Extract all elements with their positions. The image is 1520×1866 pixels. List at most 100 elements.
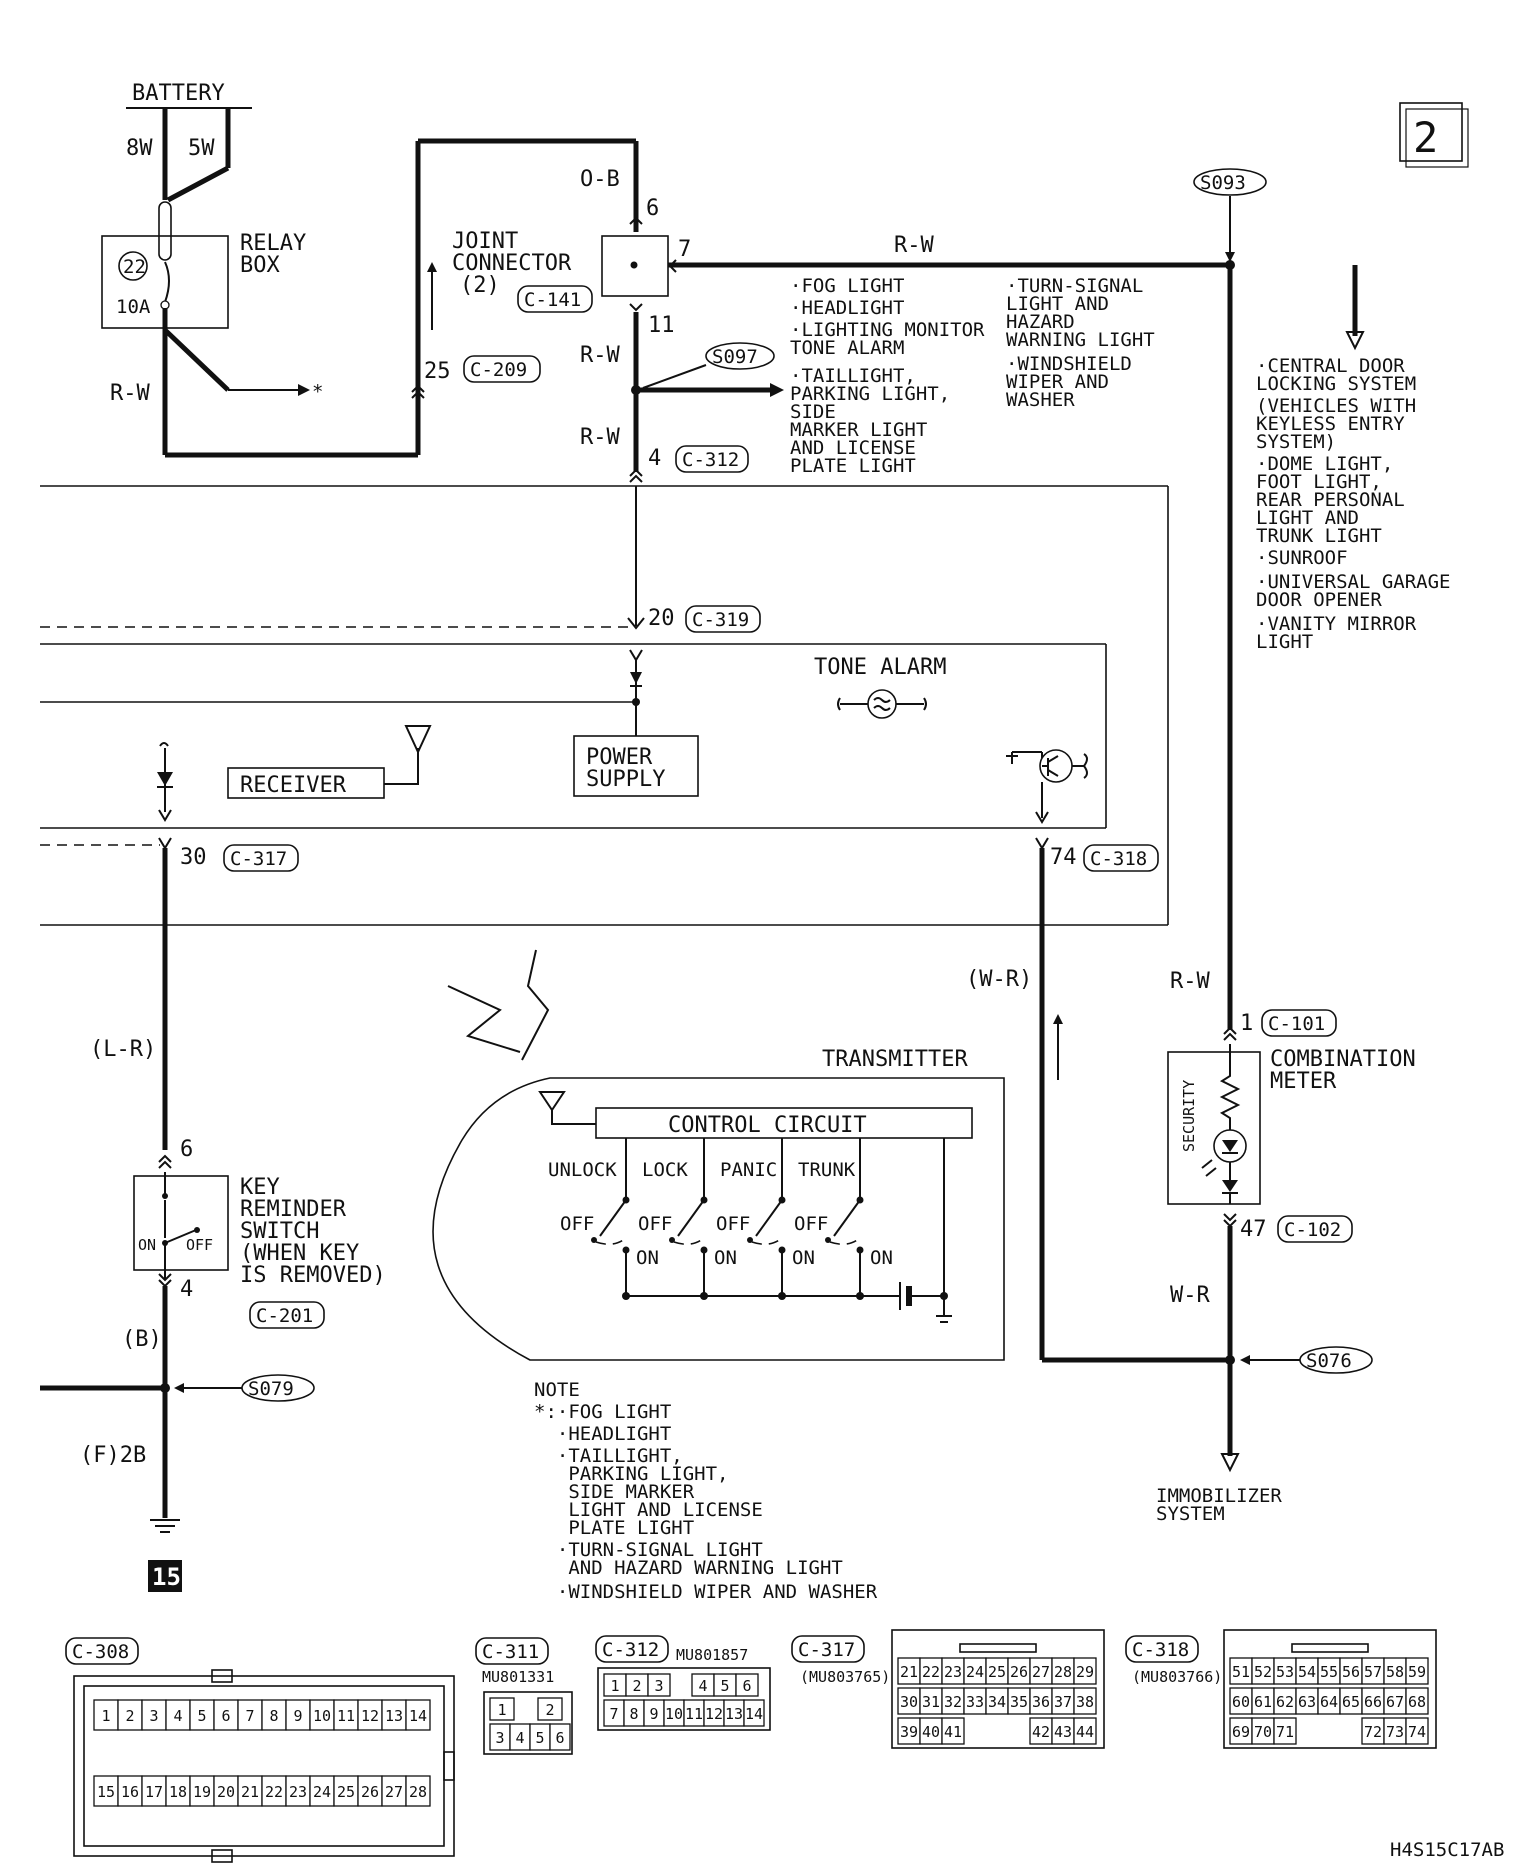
c317-pin: 30 [180,845,207,870]
svg-text:MARKER LIGHT: MARKER LIGHT [790,419,927,441]
svg-text:·UNIVERSAL GARAGE: ·UNIVERSAL GARAGE [1256,571,1450,593]
switch-on-label: ON [792,1247,815,1269]
button-label-trunk: TRUNK [798,1159,856,1181]
c318-pin-number: 70 [1254,1723,1272,1741]
c308-pin-cell [285,1699,311,1731]
c308-pin-number: 19 [193,1783,211,1801]
c317-pin-number: 30 [900,1693,918,1711]
c318-pin-number: 69 [1232,1723,1250,1741]
key-switch-label-4: (WHEN KEY [240,1241,359,1266]
c318-pin-number: 64 [1320,1693,1338,1711]
switch-off-label: OFF [638,1213,672,1235]
c317-pin-number: 23 [944,1663,962,1681]
c311-pin-cell [537,1697,563,1721]
c317-pin-number: 31 [922,1693,940,1711]
c318-pin-number: 73 [1386,1723,1404,1741]
c312-pin-cell [735,1673,759,1697]
wire-w-r-paren: (W-R) [966,967,1032,992]
c317-pin-number: 44 [1076,1723,1094,1741]
c308-pin-number: 16 [121,1783,139,1801]
c312-pin-number: 9 [649,1705,658,1723]
c312-pin-number: 7 [609,1705,618,1723]
key-switch-pin-bottom: 4 [180,1277,193,1302]
transmitter-box [432,1077,1005,1361]
immobilizer-line1: IMMOBILIZER [1156,1485,1282,1507]
svg-text:PARKING LIGHT,: PARKING LIGHT, [790,383,950,405]
joint-pin-right: 7 [678,237,691,262]
c308-pin-number: 27 [385,1783,403,1801]
ground-wire-label: (F)2B [80,1443,146,1468]
fuse-rating: 10A [116,296,151,318]
c318-part: (MU803766) [1132,1668,1222,1686]
joint-label-2: CONNECTOR [452,251,572,276]
c317-pin-number: 39 [900,1723,918,1741]
svg-text:DOOR OPENER: DOOR OPENER [1256,589,1382,611]
switch-link [595,1237,627,1246]
c312-name: C-312 [602,1639,659,1661]
key-switch-label-3: SWITCH [240,1219,319,1244]
c318-pin-number: 62 [1276,1693,1294,1711]
c308-pin-number: 28 [409,1783,427,1801]
c308-pin-number: 18 [169,1783,187,1801]
svg-text:LIGHT: LIGHT [1256,631,1313,653]
c308-pin-number: 15 [97,1783,115,1801]
c317-pin-number: 26 [1010,1663,1028,1681]
c317-pin-number: 41 [944,1723,962,1741]
svg-text:HAZARD: HAZARD [1006,311,1075,333]
combination-meter-box: SECURITY [1167,1044,1261,1205]
c308-pin-cell [309,1775,335,1807]
loads-right-list: ·CENTRAL DOOR LOCKING SYSTEM (VEHICLES W… [1256,355,1450,653]
c317-part: (MU803765) [800,1668,890,1686]
c317-pin-number: 24 [966,1663,984,1681]
c317-pin-number: 43 [1054,1723,1072,1741]
c308-pin-cell [381,1775,407,1807]
c318-pin-cell [1273,1717,1297,1745]
c318-pin-number: 60 [1232,1693,1250,1711]
security-label: SECURITY [1180,1080,1198,1152]
meter-label-2: METER [1270,1069,1337,1094]
svg-text:·TAILLIGHT,: ·TAILLIGHT, [534,1445,683,1467]
c308-pin-cell [261,1775,287,1807]
c317-pin-number: 33 [966,1693,984,1711]
c308-pin-number: 5 [197,1707,206,1725]
svg-text:·TURN-SIGNAL: ·TURN-SIGNAL [1006,275,1143,297]
c308-pin-number: 21 [241,1783,259,1801]
c311-pin-number: 6 [555,1729,564,1747]
c308-pin-number: 14 [409,1707,427,1725]
svg-text:·HEADLIGHT: ·HEADLIGHT [790,297,904,319]
receiver-input-diode [157,742,173,822]
meter-connector-top: C-101 [1268,1013,1325,1035]
c308-pin-cell [213,1699,239,1731]
c308-pin-number: 24 [313,1783,331,1801]
c308-pin-number: 10 [313,1707,331,1725]
switch-off-label: OFF [560,1213,594,1235]
c308-pin-cell [405,1699,431,1731]
c317-pin-number: 37 [1054,1693,1072,1711]
c308-pin-number: 2 [125,1707,134,1725]
c318-pin: 74 [1050,845,1077,870]
svg-text:SIDE MARKER: SIDE MARKER [534,1481,695,1503]
c317-pin-number: 34 [988,1693,1006,1711]
c312-pin-number: 14 [745,1705,763,1723]
svg-text:WIPER AND: WIPER AND [1006,371,1109,393]
key-switch-on: ON [138,1236,156,1254]
svg-text:·DOME LIGHT,: ·DOME LIGHT, [1256,453,1393,475]
c318-pin-number: 66 [1364,1693,1382,1711]
c312-pin-number: 3 [654,1677,663,1695]
control-circuit-label: CONTROL CIRCUIT [668,1113,867,1138]
c319-pin: 20 [648,606,675,631]
power-supply-line1: POWER [586,745,653,770]
switch-off-label: OFF [794,1213,828,1235]
c308-pin-cell [261,1699,287,1731]
page-number: 2 [1413,113,1438,162]
c312-pin-cell [647,1673,671,1697]
joint-pin-bottom: 11 [648,313,675,338]
switch-on-label: ON [636,1247,659,1269]
key-switch-label-1: KEY [240,1175,280,1200]
svg-text:*:·FOG LIGHT: *:·FOG LIGHT [534,1401,671,1423]
switch-on-label: ON [714,1247,737,1269]
svg-text:LIGHT AND: LIGHT AND [1256,507,1359,529]
loads-mid-list: ·TURN-SIGNAL LIGHT AND HAZARD WARNING LI… [1006,275,1155,411]
svg-text:·TURN-SIGNAL LIGHT: ·TURN-SIGNAL LIGHT [534,1539,763,1561]
